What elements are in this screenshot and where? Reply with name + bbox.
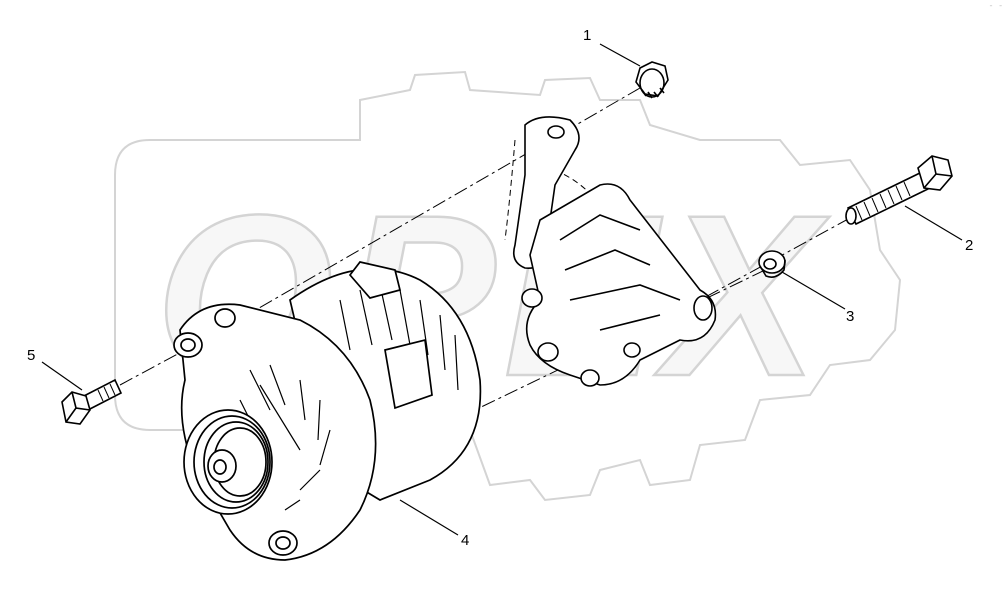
bracket-hole-a (521, 288, 543, 308)
spacer-part (758, 250, 786, 278)
alternator-mount-ear-top-hole (180, 338, 196, 352)
spacer-body (759, 259, 786, 278)
callout-label-2: 2 (965, 237, 974, 254)
mounting-bracket (512, 116, 717, 387)
alternator-mount-ear-bottom-hole (275, 536, 291, 550)
spacer-bore (763, 258, 777, 270)
leader-line-1 (599, 43, 641, 67)
axis-line-bolt5 (119, 349, 186, 386)
short-bolt-part (61, 378, 123, 425)
bracket-hole-d (623, 342, 641, 358)
leader-line-4 (399, 499, 459, 536)
bracket-hole-b (537, 342, 559, 362)
alternator-pulley-groove-1 (193, 415, 271, 509)
alternator-rear-fins (339, 284, 459, 391)
callout-label-4: 4 (461, 532, 470, 549)
long-bolt-tip (845, 207, 857, 225)
callout-label-5: 5 (27, 347, 36, 364)
bracket-ribs (559, 214, 681, 331)
leader-line-5 (41, 361, 83, 391)
watermark-logo: OPEX (114, 70, 902, 502)
callout-label-1: 1 (583, 27, 592, 44)
short-bolt-threads (97, 383, 116, 402)
nut-serrations (641, 87, 665, 99)
long-bolt-threads (855, 181, 911, 221)
watermark-text: OPEX (155, 167, 830, 424)
long-bolt-part (845, 155, 953, 226)
alternator-regulator (384, 338, 433, 410)
nut-part (635, 61, 669, 99)
leader-line-3 (781, 271, 846, 310)
bracket-hole-e (693, 295, 713, 321)
callout-label-3: 3 (846, 308, 855, 325)
alternator-connector-block (348, 261, 402, 299)
alternator-mount-ear-upper (214, 308, 236, 328)
bracket-body (525, 183, 717, 386)
short-bolt-head-edge (65, 391, 91, 423)
alternator-pulley-groove-2 (203, 421, 269, 503)
watermark-gear-outline (114, 70, 902, 502)
bracket-hole-c (580, 369, 600, 387)
corner-mark: - - (988, 2, 1003, 11)
alternator-pulley-bore (213, 459, 227, 475)
leader-lines (41, 43, 963, 536)
bracket-arm-hole (547, 125, 565, 139)
alternator-part (173, 261, 482, 561)
leader-line-2 (904, 205, 963, 241)
long-bolt-head-edge (923, 155, 953, 189)
